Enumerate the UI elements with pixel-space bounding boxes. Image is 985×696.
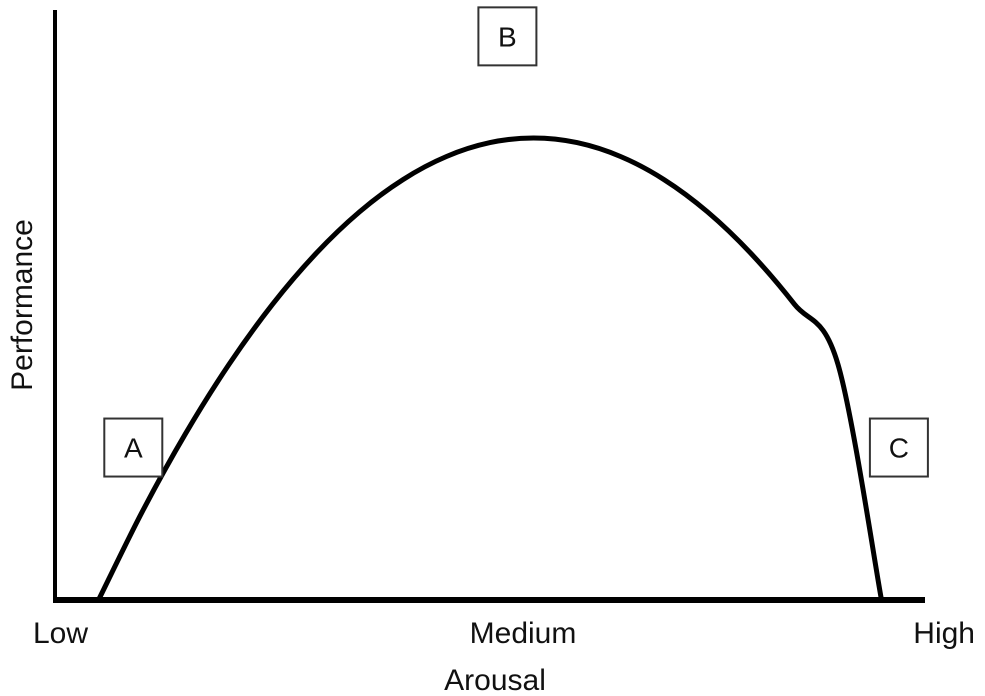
curve-layer [96,135,884,603]
annotation-c: C [868,417,929,478]
annotation-box [103,417,164,478]
axes [53,10,925,603]
y-axis-title: Performance [6,219,39,391]
annotation-label: C [889,433,909,464]
x-tick-label: Low [33,617,88,650]
annotation-label: A [124,433,143,464]
x-tick-label: High [913,617,975,650]
annotations: A B C [103,6,929,478]
x-tick-label: Medium [470,617,577,650]
x-tick-labels: Low Medium High [33,617,975,650]
x-axis-title: Arousal [444,664,546,696]
annotation-box [477,6,538,67]
annotation-b: B [477,6,538,67]
annotation-box [868,417,929,478]
annotation-a: A [103,417,164,478]
series-line-0 [96,135,884,603]
annotation-label: B [498,21,517,52]
